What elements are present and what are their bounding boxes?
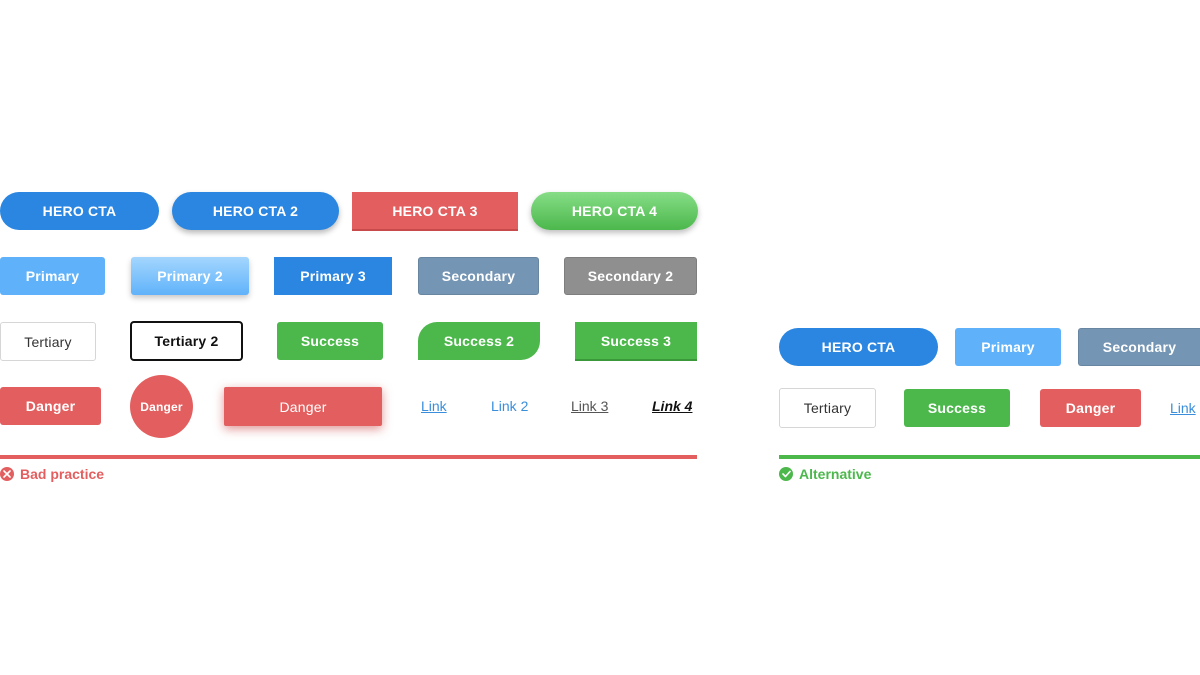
x-circle-icon <box>0 467 14 481</box>
link-2[interactable]: Link 2 <box>491 398 529 414</box>
primary-2-button[interactable]: Primary 2 <box>131 257 249 295</box>
link[interactable]: Link <box>421 398 447 414</box>
primary-button[interactable]: Primary <box>0 257 105 295</box>
success-2-button[interactable]: Success 2 <box>418 322 540 360</box>
alt-primary-button[interactable]: Primary <box>955 328 1061 366</box>
alt-tertiary-button[interactable]: Tertiary <box>779 388 876 428</box>
bad-practice-caption: Bad practice <box>0 466 104 482</box>
alt-secondary-button[interactable]: Secondary <box>1078 328 1200 366</box>
danger-circle-button[interactable]: Danger <box>130 375 193 438</box>
alt-hero-cta-button[interactable]: HERO CTA <box>779 328 938 366</box>
alternative-caption: Alternative <box>779 466 871 482</box>
danger-blur-button[interactable]: Danger <box>224 387 382 426</box>
alt-link[interactable]: Link <box>1170 400 1196 416</box>
bad-practice-divider <box>0 455 697 459</box>
primary-3-button[interactable]: Primary 3 <box>274 257 392 295</box>
alt-danger-button[interactable]: Danger <box>1040 389 1141 427</box>
tertiary-button[interactable]: Tertiary <box>0 322 96 361</box>
alternative-divider <box>779 455 1200 459</box>
secondary-button[interactable]: Secondary <box>418 257 539 295</box>
hero-cta-4-button[interactable]: HERO CTA 4 <box>531 192 698 230</box>
secondary-2-button[interactable]: Secondary 2 <box>564 257 697 295</box>
danger-button[interactable]: Danger <box>0 387 101 425</box>
alternative-label: Alternative <box>799 466 872 482</box>
bad-practice-label: Bad practice <box>20 466 105 482</box>
alt-success-button[interactable]: Success <box>904 389 1010 427</box>
hero-cta-2-button[interactable]: HERO CTA 2 <box>172 192 339 230</box>
hero-cta-3-button[interactable]: HERO CTA 3 <box>352 192 518 231</box>
hero-cta-button[interactable]: HERO CTA <box>0 192 159 230</box>
tertiary-2-button[interactable]: Tertiary 2 <box>130 321 243 361</box>
success-button[interactable]: Success <box>277 322 383 360</box>
check-circle-icon <box>779 467 793 481</box>
link-3[interactable]: Link 3 <box>571 398 609 414</box>
link-4[interactable]: Link 4 <box>652 398 693 414</box>
success-3-button[interactable]: Success 3 <box>575 322 697 361</box>
